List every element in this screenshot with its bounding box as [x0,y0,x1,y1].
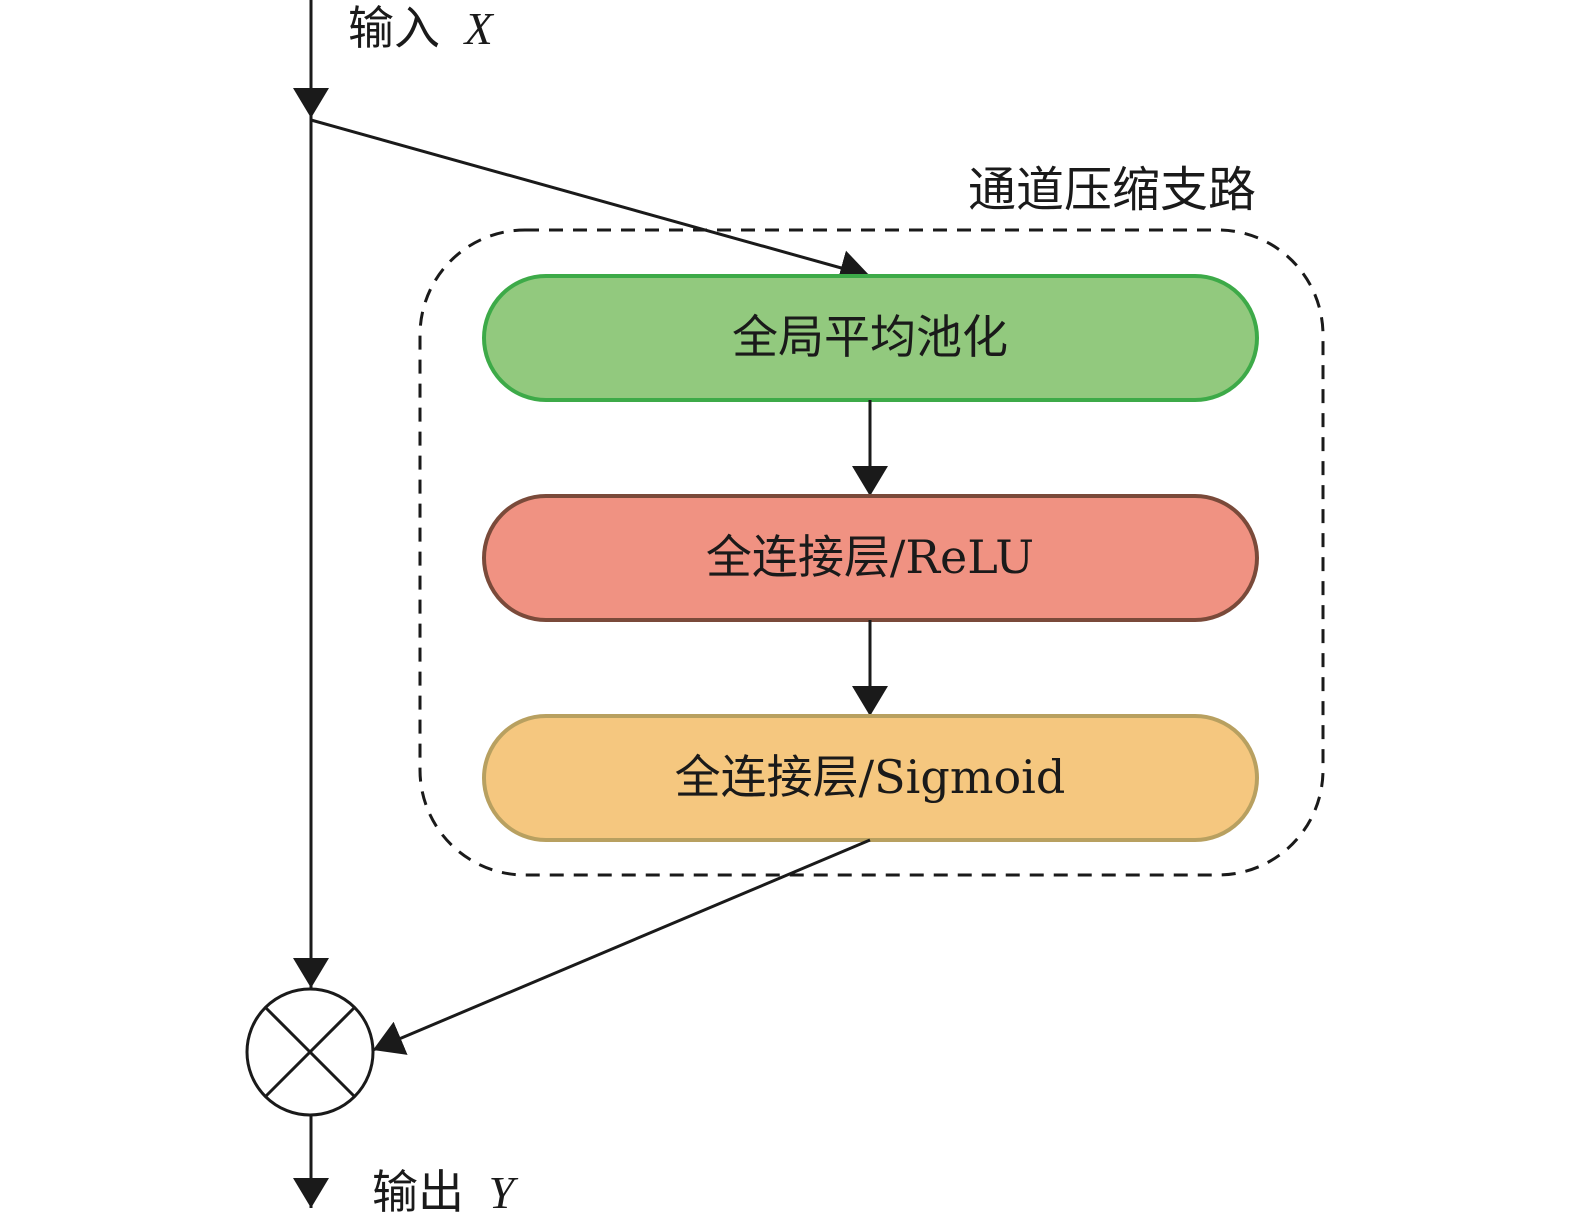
multiply-node-icon [245,987,375,1117]
global-avg-pool-box: 全局平均池化 [482,274,1259,402]
output-label: 输出 Y [372,1165,519,1219]
box-label: 全局平均池化 [732,310,1008,364]
fc-relu-box: 全连接层/ReLU [482,494,1259,622]
fc-sigmoid-box: 全连接层/Sigmoid [482,714,1259,842]
box-label: 全连接层/Sigmoid [675,750,1066,804]
input-label: 输入 X [348,1,495,55]
branch-title: 通道压缩支路 [968,162,1256,218]
arrow-sigmoid-to-multiply [372,838,871,1055]
branch-input-arrow [310,118,871,286]
box-label: 全连接层/ReLU [706,530,1034,584]
branch-container [418,228,1325,877]
